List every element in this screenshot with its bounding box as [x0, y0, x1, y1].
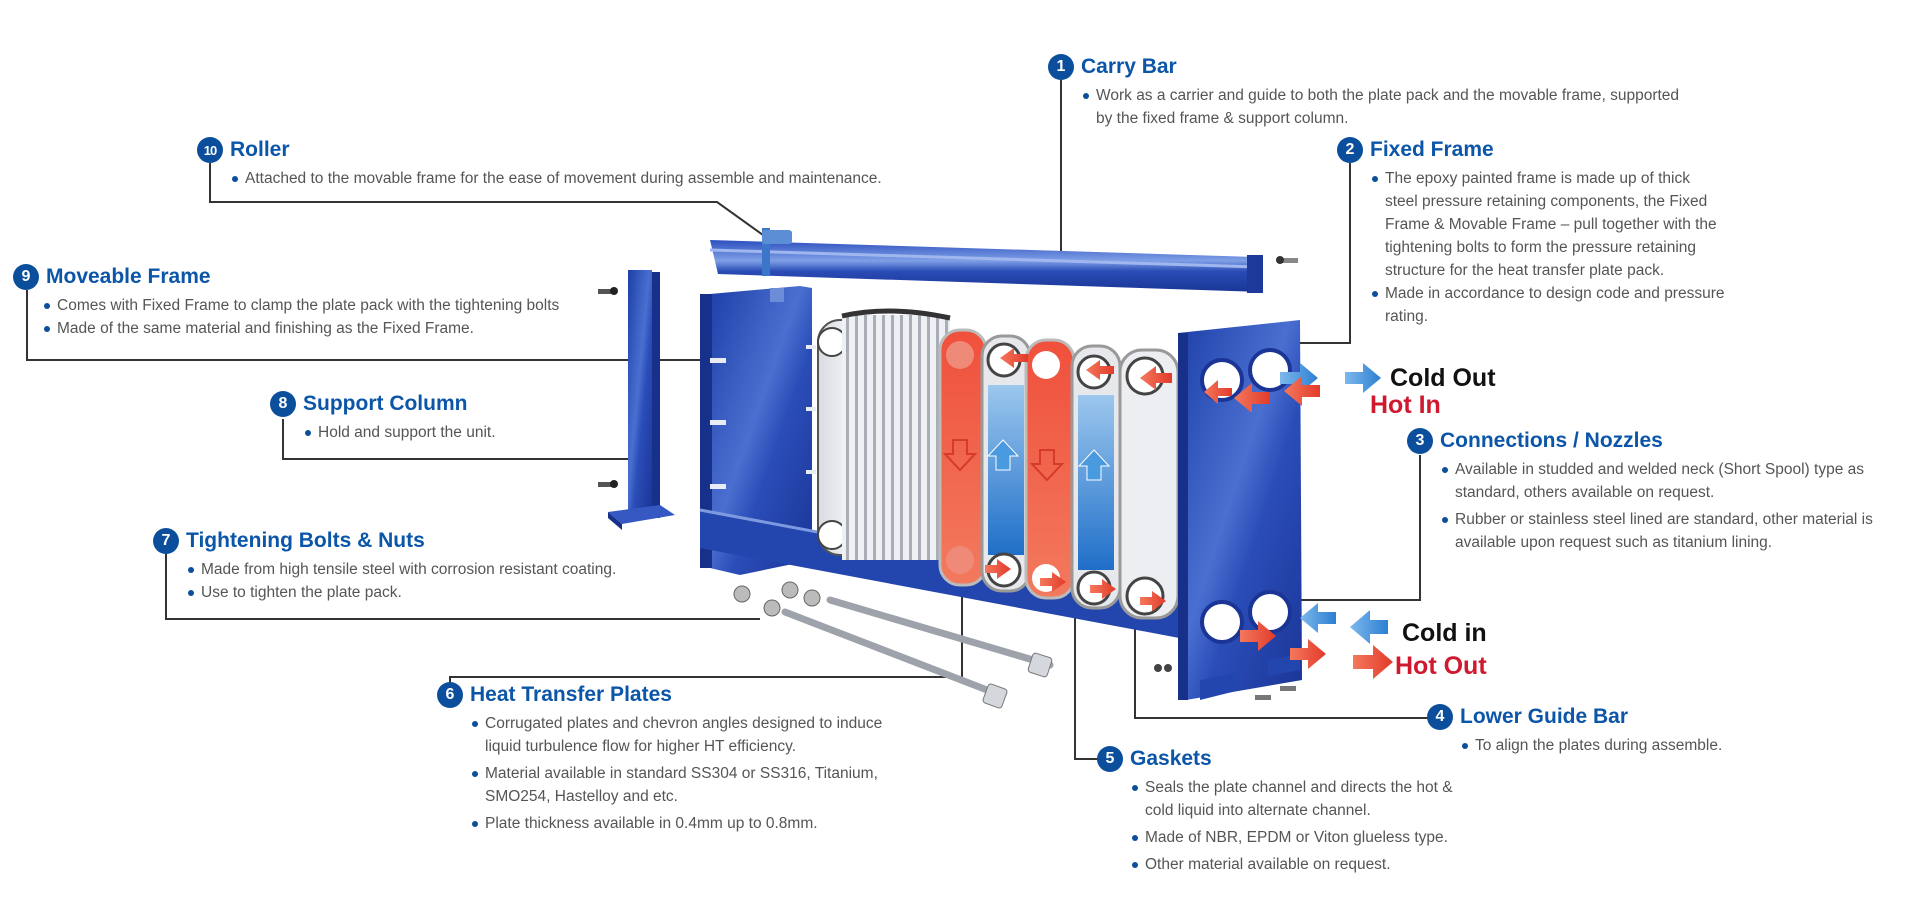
callout-heat-transfer-plates: 6 Heat Transfer Plates Corrugated plates …: [437, 682, 917, 835]
leader-line-bolts: [165, 552, 760, 620]
carry-bar: [709, 240, 1263, 293]
flow-label-cold-in: Cold in: [1402, 619, 1487, 647]
callout-carry-bar: 1 Carry Bar Work as a carrier and guide t…: [1048, 54, 1688, 130]
bullet-text: Other material available on request.: [1131, 853, 1477, 876]
callout-title: Tightening Bolts & Nuts: [186, 529, 425, 552]
callout-lower-guide-bar: 4 Lower Guide Bar To align the plates dur…: [1427, 704, 1847, 757]
arrow-up-icon: [986, 439, 1111, 481]
callout-roller: 10 Roller Attached to the movable frame f…: [197, 137, 957, 190]
roller: [762, 228, 792, 276]
bullet-text: Hold and support the unit.: [304, 421, 600, 444]
bullet-text: Use to tighten the plate pack.: [187, 581, 713, 604]
number-badge: 6: [437, 682, 463, 708]
bullet-text: Work as a carrier and guide to both the …: [1082, 84, 1688, 130]
bullet-text: Made of the same material and finishing …: [43, 317, 633, 340]
number-badge: 2: [1337, 137, 1363, 163]
tightening-bolts: [733, 581, 1296, 709]
callout-title: Roller: [230, 138, 290, 161]
leader-line-roller: [209, 163, 771, 241]
plate-port-arrows: [985, 348, 1172, 611]
callout-title: Connections / Nozzles: [1440, 429, 1663, 452]
flow-label-hot-out: Hot Out: [1395, 652, 1487, 680]
callout-title: Gaskets: [1130, 747, 1212, 770]
callout-tightening-bolts: 7 Tightening Bolts & Nuts Made from high …: [153, 528, 713, 604]
moveable-frame: [700, 286, 816, 575]
arrow-left-icon: [1204, 376, 1388, 644]
bullet-text: Material available in standard SS304 or …: [471, 762, 917, 808]
number-badge: 10: [197, 137, 223, 163]
carry-bar-bolt: [1276, 256, 1298, 264]
bullet-text: Made in accordance to design code and pr…: [1371, 282, 1727, 328]
plate-pack: [817, 308, 951, 560]
flow-label-cold-out: Cold Out: [1390, 364, 1496, 392]
neutral-plate: [1118, 348, 1180, 620]
fixed-frame: [1178, 320, 1302, 700]
bullet-text: Corrugated plates and chevron angles des…: [471, 712, 917, 758]
callout-title: Carry Bar: [1081, 55, 1177, 78]
arrow-down-icon: [942, 439, 1065, 482]
bullet-text: Comes with Fixed Frame to clamp the plat…: [43, 294, 633, 317]
callout-title: Support Column: [303, 392, 468, 415]
hot-plate-1: [938, 328, 988, 587]
bullet-text: Available in studded and welded neck (Sh…: [1441, 458, 1917, 504]
number-badge: 5: [1097, 746, 1123, 772]
bullet-text: Made of NBR, EPDM or Viton glueless type…: [1131, 826, 1477, 849]
leader-line-lower-guide-bar: [1134, 600, 1440, 719]
number-badge: 7: [153, 528, 179, 554]
number-badge: 1: [1048, 54, 1074, 80]
leader-line-moveable-frame: [26, 290, 730, 361]
bullet-text: Plate thickness available in 0.4mm up to…: [471, 812, 917, 835]
arrow-right-icon: [1240, 363, 1393, 679]
callout-title: Fixed Frame: [1370, 138, 1494, 161]
leader-line-fixed-frame: [1290, 163, 1351, 344]
bullet-text: To align the plates during assemble.: [1461, 734, 1847, 757]
callout-fixed-frame: 2 Fixed Frame The epoxy painted frame is …: [1337, 137, 1727, 328]
hot-plate-2: [1024, 338, 1076, 600]
leader-line-gaskets: [1074, 600, 1100, 760]
support-column: [598, 270, 675, 530]
callout-title: Lower Guide Bar: [1460, 705, 1629, 728]
bullet-text: The epoxy painted frame is made up of th…: [1371, 167, 1727, 282]
callout-support-column: 8 Support Column Hold and support the uni…: [270, 391, 600, 444]
number-badge: 3: [1407, 428, 1433, 454]
leader-line-heat-plates: [449, 560, 963, 683]
callout-moveable-frame: 9 Moveable Frame Comes with Fixed Frame t…: [13, 264, 633, 340]
callout-title: Moveable Frame: [46, 265, 211, 288]
flow-label-hot-in: Hot In: [1370, 391, 1441, 419]
bullet-text: Seals the plate channel and directs the …: [1131, 776, 1477, 822]
bullet-text: Rubber or stainless steel lined are stan…: [1441, 508, 1917, 554]
number-badge: 9: [13, 264, 39, 290]
callout-gaskets: 5 Gaskets Seals the plate channel and dir…: [1097, 746, 1477, 876]
bullet-text: Attached to the movable frame for the ea…: [231, 167, 957, 190]
bullet-text: Made from high tensile steel with corros…: [187, 558, 713, 581]
leader-line-connections: [1280, 455, 1421, 601]
number-badge: 8: [270, 391, 296, 417]
number-badge: 4: [1427, 704, 1453, 730]
callout-connections-nozzles: 3 Connections / Nozzles Available in stud…: [1407, 428, 1917, 554]
leader-lines: [26, 80, 1440, 760]
callout-title: Heat Transfer Plates: [470, 683, 672, 706]
leader-line-support-column: [282, 419, 632, 460]
